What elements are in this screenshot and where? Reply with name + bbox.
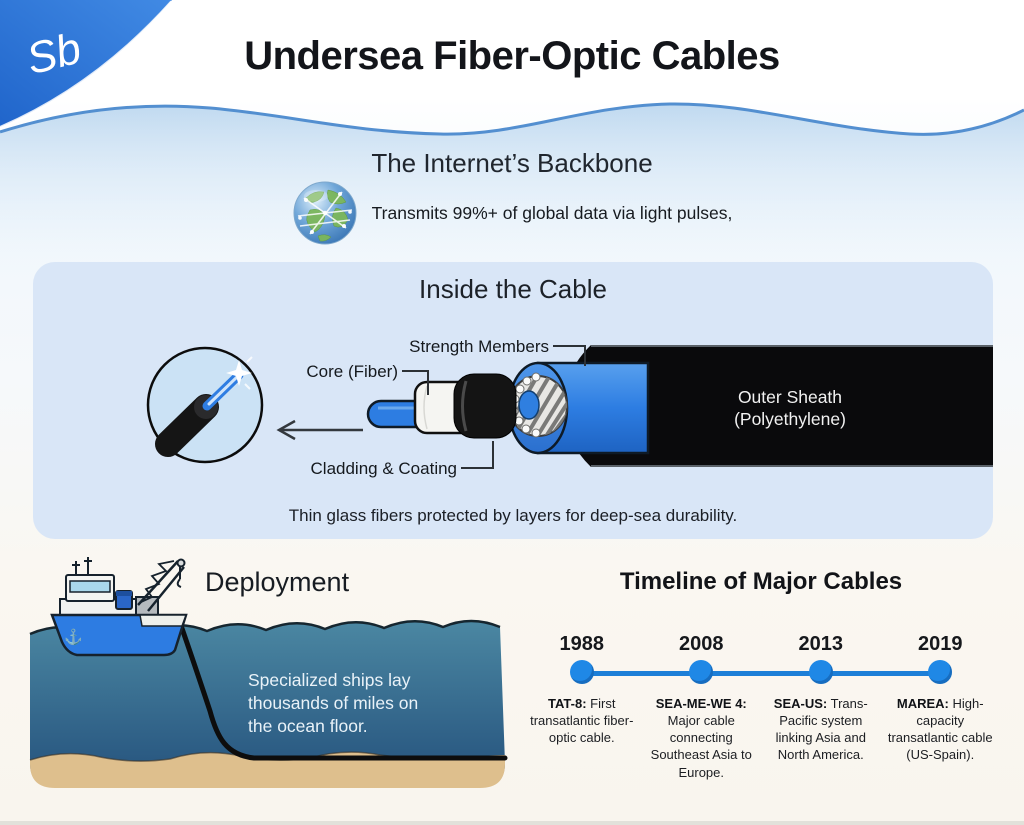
timeline-event-1988: 1988 TAT-8: First transatlantic fiber-op… [522, 632, 642, 781]
timeline-description: MAREA: High-capacity transatlantic cable… [881, 695, 1001, 764]
outer-sheath-shape [563, 345, 993, 467]
timeline-event-name: SEA-ME-WE 4: [655, 696, 747, 711]
backbone-fact: Transmits 99%+ of global data via light … [371, 202, 733, 223]
timeline-event-text: Trans-Pacific system linking Asia and No… [775, 696, 868, 763]
brand-corner: Sb [0, 0, 174, 130]
timeline-dot-icon [928, 660, 953, 684]
deployment-illustration: ⚓ [29, 557, 508, 788]
globe-network-icon [293, 181, 357, 245]
backbone-heading: The Internet’s Backbone [371, 148, 653, 178]
corner-shape [0, 0, 172, 127]
bottom-edge-strip [0, 821, 1024, 825]
timeline-heading: Timeline of Major Cables [619, 568, 903, 595]
label-cladding-coating: Cladding & Coating [311, 459, 457, 478]
timeline-year: 2019 [918, 633, 963, 655]
deployment-note: Specialized ships lay thousands of miles… [248, 670, 419, 737]
timeline-year: 2008 [679, 633, 724, 655]
magnifier-circle-icon [146, 346, 264, 464]
timeline-event-name: TAT-8: [548, 696, 587, 711]
label-core-fiber: Core (Fiber) [306, 362, 398, 381]
timeline-line [582, 671, 938, 676]
timeline-year: 2013 [798, 633, 844, 655]
timeline-event-2013: 2013 SEA-US: Trans-Pacific system linkin… [761, 632, 881, 781]
timeline-event-text: High-capacity transatlantic cable (US-Sp… [887, 696, 993, 763]
cable-ship: ⚓ [50, 557, 188, 657]
deployment-heading: Deployment [205, 567, 350, 597]
collar-shape [453, 373, 517, 439]
timeline-event-2019: 2019 MAREA: High-capacity transatlantic … [881, 632, 1001, 781]
timeline-description: TAT-8: First transatlantic fiber-optic c… [522, 695, 642, 746]
timeline-event-name: MAREA: [896, 696, 949, 711]
ocean-water [30, 621, 505, 787]
corner-seam [0, 0, 174, 130]
cable-cross-section-illustration: Strength Members Core (Fiber) Cladding &… [146, 337, 993, 478]
label-outer-sheath: Outer Sheath [738, 387, 842, 407]
timeline-event-text: First transatlantic fiber-optic cable. [530, 696, 634, 746]
timeline-event-2008: 2008 SEA-ME-WE 4: Major cable connecting… [642, 632, 762, 781]
label-connectors [402, 345, 586, 469]
timeline-dot-icon [808, 660, 833, 684]
laid-cable-line [175, 614, 508, 761]
timeline-dot-icon [569, 660, 594, 684]
timeline-event-name: SEA-US: [773, 696, 828, 711]
anchor-icon: ⚓ [64, 628, 83, 646]
timeline-year: 1988 [559, 633, 605, 655]
label-outer-sheath-material: (Polyethylene) [734, 409, 846, 429]
timeline-description: SEA-US: Trans-Pacific system linking Asi… [761, 695, 881, 764]
page-title: Undersea Fiber-Optic Cables [244, 34, 780, 78]
timeline: 1988 TAT-8: First transatlantic fiber-op… [522, 632, 1000, 781]
inside-cable-panel: Strength Members Core (Fiber) Cladding &… [33, 262, 993, 539]
timeline-description: SEA-ME-WE 4: Major cable connecting Sout… [642, 695, 762, 781]
inside-cable-heading: Inside the Cable [419, 274, 607, 304]
zoom-arrow-icon [276, 419, 363, 441]
backbone-row: Transmits 99%+ of global data via light … [0, 180, 1024, 246]
timeline-dot-icon [689, 660, 714, 684]
inside-cable-caption: Thin glass fibers protected by layers fo… [288, 506, 738, 525]
label-strength-members: Strength Members [409, 337, 549, 356]
timeline-event-text: Major cable connecting Southeast Asia to… [650, 713, 752, 780]
